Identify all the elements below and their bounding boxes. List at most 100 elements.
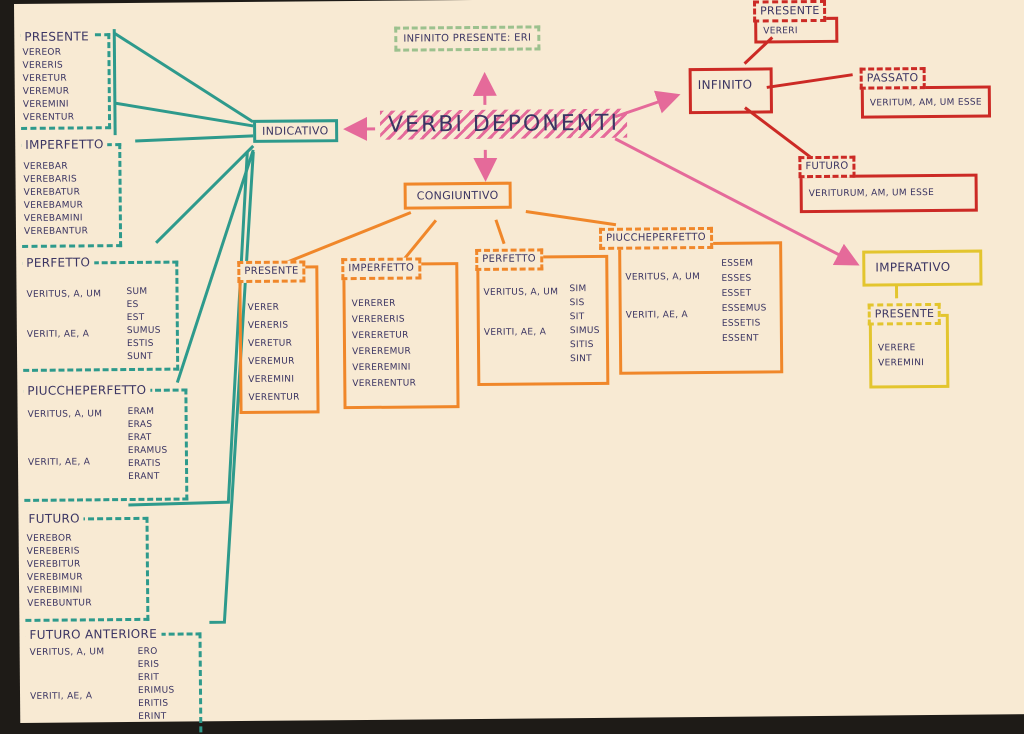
aux-form: SUNT [127,351,161,364]
aux-form: ESSETIS [722,316,767,331]
congiuntivo-presente-forms: VERER VERERIS VERETUR VEREMUR VEREMINI V… [248,299,300,407]
aux-form: ERIS [138,659,175,672]
aux-form: ESSEMUS [722,301,767,316]
form: VERER [248,299,299,317]
congiuntivo-perfetto-aux: SIM SIS SIT SIMUS SITIS SINT [569,282,600,366]
aux-form: ERITIS [138,698,175,711]
form: VERENTUR [23,111,74,124]
indicativo-imperfetto-label: IMPERFETTO [21,136,108,153]
congiuntivo-perfetto-plur: VERITI, AE, A [484,326,546,340]
aux-form: SUM [126,286,160,299]
aux-form: SIT [570,310,600,324]
aux-form: ERAMUS [128,445,168,458]
form: VEREBIMUR [27,571,92,585]
congiuntivo-piuccheperfetto-aux: ESSEM ESSES ESSET ESSEMUS ESSETIS ESSENT [721,256,767,346]
form: VEREBERIS [27,545,92,559]
aux-form: SIS [570,296,600,310]
form: VEREBUNTUR [27,597,92,611]
imperativo-node: IMPERATIVO [862,250,982,287]
indicativo-piuccheperfetto-label: PIUCCHEPERFETTO [23,382,150,399]
aux-form: ESSEM [721,256,766,271]
aux-form: ESSENT [722,331,767,346]
imperativo-presente-box: PRESENTE VERERE VEREMINI [869,314,950,389]
indicativo-futuro-label: FUTURO [24,510,84,527]
form: VEREREMUR [352,344,416,361]
congiuntivo-piuccheperfetto-label: PIUCCHEPERFETTO [599,227,713,250]
indicativo-perfetto-plur: VERITI, AE, A [27,328,89,342]
indicativo-imperfetto-box: IMPERFETTO VEREBAR VEREBARIS VEREBATUR V… [21,143,122,248]
form: VEREMINI [878,356,924,371]
form: VERERIS [22,59,73,72]
congiuntivo-perfetto-sing: VERITUS, A, UM [483,286,558,300]
indicativo-presente-forms: VEREOR VERERIS VERETUR VEREMUR VEREMINI … [22,46,74,124]
aux-form: SIMUS [570,324,600,338]
aux-form: SIM [569,282,599,296]
indicativo-perfetto-label: PERFETTO [22,254,94,271]
indicativo-perfetto-sing: VERITUS, A, UM [26,288,101,302]
aux-form: ESSET [721,286,766,301]
aux-form: SITIS [570,338,600,352]
indicativo-futuro-anteriore-sing: VERITUS, A, UM [30,646,105,660]
form: VEREBIMINI [27,584,92,598]
indicativo-node: INDICATIVO [253,119,338,143]
aux-form: ERIMUS [138,685,175,698]
infinito-futuro-box: FUTURO VERITURUM, AM, UM ESSE [800,174,978,214]
form: VERERENTUR [352,376,416,393]
aux-form: ES [127,299,161,312]
form: VEREBOR [27,532,92,546]
form: VEREBAMINI [24,212,88,226]
form: VERERER [352,296,416,313]
paper-sheet: VERBI DEPONENTI INFINITO PRESENTE: ERI I… [14,0,1024,723]
infinito-futuro-label: FUTURO [798,156,855,178]
form: VERERIS [248,317,299,335]
indicativo-futuro-anteriore-box: FUTURO ANTERIORE VERITUS, A, UM VERITI, … [25,632,202,734]
congiuntivo-imperfetto-forms: VERERER VERERERIS VERERETUR VEREREMUR VE… [352,296,417,393]
indicativo-presente-box: PRESENTE VEREOR VERERIS VERETUR VEREMUR … [20,33,111,130]
indicativo-perfetto-box: PERFETTO VERITUS, A, UM VERITI, AE, A SU… [22,261,179,372]
infinito-presente-label: PRESENTE [753,0,827,23]
congiuntivo-perfetto-label: PERFETTO [475,248,543,271]
indicativo-perfetto-aux: SUM ES EST SUMUS ESTIS SUNT [126,286,161,364]
infinito-presente-box: PRESENTE VERERI [754,17,838,44]
indicativo-futuro-anteriore-label: FUTURO ANTERIORE [25,626,161,643]
aux-form: ERAM [128,406,168,419]
infinito-passato-box: PASSATO VERITUM, AM, UM ESSE [861,85,991,118]
indicativo-piuccheperfetto-aux: ERAM ERAS ERAT ERAMUS ERATIS ERANT [128,406,168,484]
aux-form: ESTIS [127,338,161,351]
aux-form: ERAS [128,419,168,432]
form: VEREBAMUR [24,199,88,213]
indicativo-futuro-anteriore-aux: ERO ERIS ERIT ERIMUS ERITIS ERINT [138,646,175,724]
infinito-passato-form: VERITUM, AM, UM ESSE [870,97,982,111]
aux-form: SINT [570,352,600,366]
aux-form: ERAT [128,432,168,445]
form: VERETUR [248,335,299,353]
indicativo-piuccheperfetto-box: PIUCCHEPERFETTO VERITUS, A, UM VERITI, A… [23,389,188,502]
aux-form: ERATIS [128,458,168,471]
infinito-node: INFINITO [689,67,773,114]
diagram-title: VERBI DEPONENTI [380,109,627,140]
congiuntivo-imperfetto-label: IMPERFETTO [341,257,421,280]
form: VEREMINI [23,98,74,111]
form: VEREBAR [23,160,87,174]
aux-form: EST [127,312,161,325]
congiuntivo-piuccheperfetto-box: PIUCCHEPERFETTO VERITUS, A, UM VERITI, A… [618,241,783,374]
form: VEREBANTUR [24,225,88,239]
indicativo-presente-label: PRESENTE [20,28,93,45]
form: VEREBATUR [24,186,88,200]
infinito-futuro-form: VERITURUM, AM, UM ESSE [809,187,935,201]
form: VERERERIS [352,312,416,329]
form: VEREOR [22,46,73,59]
congiuntivo-imperfetto-box: IMPERFETTO VERERER VERERERIS VERERETUR V… [342,262,459,409]
aux-form: ESSES [721,271,766,286]
form: VERETUR [23,72,74,85]
indicativo-piuccheperfetto-sing: VERITUS, A, UM [28,408,103,422]
congiuntivo-presente-label: PRESENTE [237,260,305,283]
infinito-presente-form: VERERI [763,25,798,38]
form: VERERETUR [352,328,416,345]
form: VERERE [878,341,924,356]
form: VEREBARIS [23,173,87,187]
aux-form: ERO [138,646,175,659]
form: VEREMINI [248,371,299,389]
indicativo-imperfetto-forms: VEREBAR VEREBARIS VEREBATUR VEREBAMUR VE… [23,160,88,239]
imperativo-presente-label: PRESENTE [868,303,942,326]
